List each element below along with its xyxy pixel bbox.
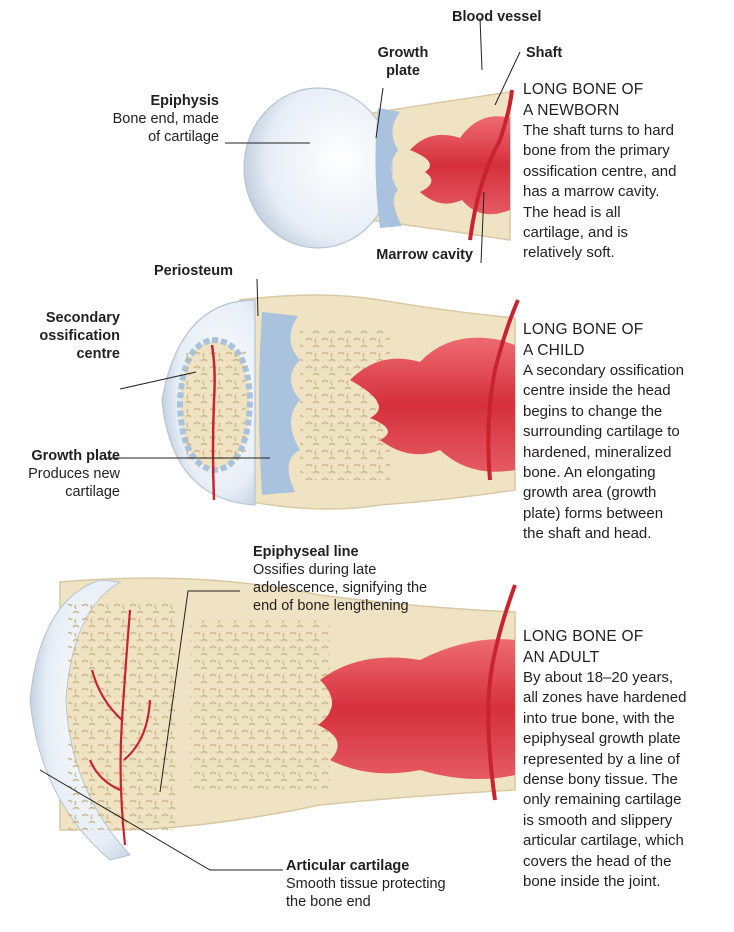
label-epiphysis: Epiphysis Bone end, made of cartilage [113,92,219,146]
label-growth-plate-newborn: Growth plate [363,44,443,80]
label-blood-vessel: Blood vessel [452,8,541,26]
panel-newborn-line: relatively soft. [523,243,733,263]
panel-newborn-line: has a marrow cavity. [523,182,733,202]
label-secondary-line2: ossification [39,327,120,345]
label-periosteum: Periosteum [154,262,233,280]
panel-child-line: the shaft and head. [523,524,733,544]
label-growth-plate-child-desc-2: cartilage [28,483,120,501]
panel-newborn-line: cartilage, and is [523,223,733,243]
panel-newborn-line: ossification centre, and [523,162,733,182]
adult-bone [30,578,515,860]
panel-adult-line: all zones have hardened [523,688,733,708]
child-secondary-texture [186,350,246,462]
label-blood-vessel-title: Blood vessel [452,8,541,26]
panel-newborn-line: The head is all [523,203,733,223]
panel-adult-line: into true bone, with the [523,709,733,729]
panel-adult-line: is smooth and slippery [523,811,733,831]
label-periosteum-title: Periosteum [154,262,233,280]
label-articular-desc-2: the bone end [286,893,446,911]
panel-child: LONG BONE OF A CHILD A secondary ossific… [523,320,733,545]
child-shaft-texture [300,330,390,480]
label-growth-plate-child: Growth plate Produces new cartilage [28,447,120,501]
panel-adult-line: only remaining cartilage [523,790,733,810]
newborn-bone [244,88,512,248]
label-growth-plate-child-desc-1: Produces new [28,465,120,483]
label-epiphyseal-title: Epiphyseal line [253,543,427,561]
panel-adult-line: dense bony tissue. The [523,770,733,790]
label-articular-cartilage: Articular cartilage Smooth tissue protec… [286,857,446,911]
panel-child-line: bone. An elongating [523,463,733,483]
panel-adult-line: bone inside the joint. [523,872,733,892]
label-epiphyseal-desc-2: adolescence, signifying the [253,579,427,597]
label-growth-plate-child-title: Growth plate [28,447,120,465]
adult-shaft-texture [190,620,330,790]
panel-child-line: surrounding cartilage to [523,422,733,442]
panel-newborn-heading-1: LONG BONE OF [523,80,733,101]
label-articular-title: Articular cartilage [286,857,446,875]
label-marrow-cavity: Marrow cavity [376,246,473,264]
panel-child-line: A secondary ossification [523,361,733,381]
panel-newborn-heading-2: A NEWBORN [523,101,733,122]
panel-newborn: LONG BONE OF A NEWBORN The shaft turns t… [523,80,733,264]
panel-child-line: hardened, mineralized [523,443,733,463]
panel-child-line: centre inside the head [523,381,733,401]
label-epiphyseal-desc-1: Ossifies during late [253,561,427,579]
label-epiphysis-desc-1: Bone end, made [113,110,219,128]
panel-adult: LONG BONE OF AN ADULT By about 18–20 yea… [523,627,733,892]
panel-adult-line: epiphyseal growth plate [523,729,733,749]
label-marrow-cavity-title: Marrow cavity [376,246,473,264]
label-epiphysis-title: Epiphysis [113,92,219,110]
panel-adult-heading-1: LONG BONE OF [523,627,733,648]
label-growth-plate-line2: plate [363,62,443,80]
label-epiphyseal-line: Epiphyseal line Ossifies during late ado… [253,543,427,615]
panel-adult-line: By about 18–20 years, [523,668,733,688]
label-epiphyseal-desc-3: end of bone lengthening [253,597,427,615]
label-epiphysis-desc-2: of cartilage [113,128,219,146]
panel-child-heading-2: A CHILD [523,341,733,362]
label-shaft-title: Shaft [526,44,562,62]
panel-adult-line: represented by a line of [523,750,733,770]
label-secondary-line1: Secondary [39,309,120,327]
label-articular-desc-1: Smooth tissue protecting [286,875,446,893]
panel-child-line: begins to change the [523,402,733,422]
panel-newborn-line: bone from the primary [523,141,733,161]
panel-child-line: growth area (growth [523,483,733,503]
label-growth-plate-line1: Growth [363,44,443,62]
panel-child-line: plate) forms between [523,504,733,524]
panel-adult-heading-2: AN ADULT [523,648,733,669]
newborn-epiphysis [244,88,392,248]
panel-newborn-line: The shaft turns to hard [523,121,733,141]
label-shaft: Shaft [526,44,562,62]
panel-adult-line: covers the head of the [523,852,733,872]
child-bone [162,295,518,509]
label-secondary-line3: centre [39,345,120,363]
panel-adult-line: articular cartilage, which [523,831,733,851]
panel-child-heading-1: LONG BONE OF [523,320,733,341]
label-secondary-ossification: Secondary ossification centre [39,309,120,363]
